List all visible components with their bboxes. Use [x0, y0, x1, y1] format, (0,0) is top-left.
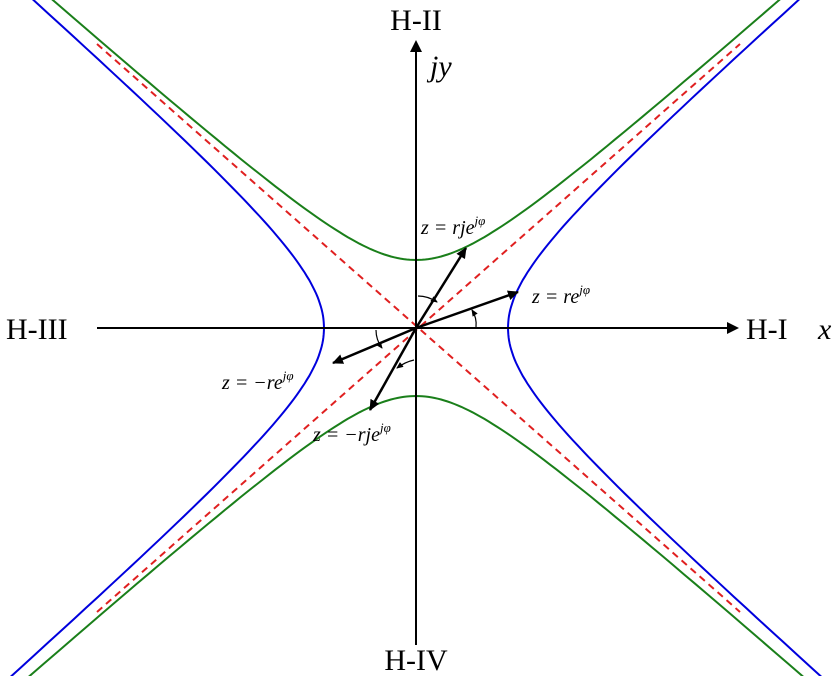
vector-label-right: z = rejφ: [531, 282, 590, 308]
vector-label-bottom: z = −rjejφ: [312, 420, 391, 446]
angle-arc: [471, 309, 478, 328]
vector-label-left: z = −rejφ: [221, 368, 294, 394]
hyperbola-branch-top: [51, 0, 781, 262]
quadrant-label-left: H-III: [6, 313, 68, 346]
x-axis-label: x: [817, 313, 832, 346]
vector-arrow-bottom: [368, 327, 418, 411]
angle-arc: [396, 359, 415, 369]
quadrant-label-right: H-I: [746, 313, 788, 346]
vector-label-top: z = rjejφ: [420, 213, 485, 239]
y-axis-label: jy: [426, 50, 452, 83]
vector-arrow-left: [332, 326, 417, 365]
quadrant-label-bottom: H-IV: [384, 644, 448, 676]
vector-arrow-top: [414, 247, 468, 329]
angle-arc: [417, 295, 438, 303]
quadrant-label-top: H-II: [390, 4, 442, 37]
asymptote-line: [96, 43, 741, 613]
hyperbola-branch-bottom: [28, 394, 804, 676]
asymptote-line: [96, 43, 741, 613]
vector-arrow-right: [415, 290, 519, 330]
angle-arc: [375, 329, 383, 349]
